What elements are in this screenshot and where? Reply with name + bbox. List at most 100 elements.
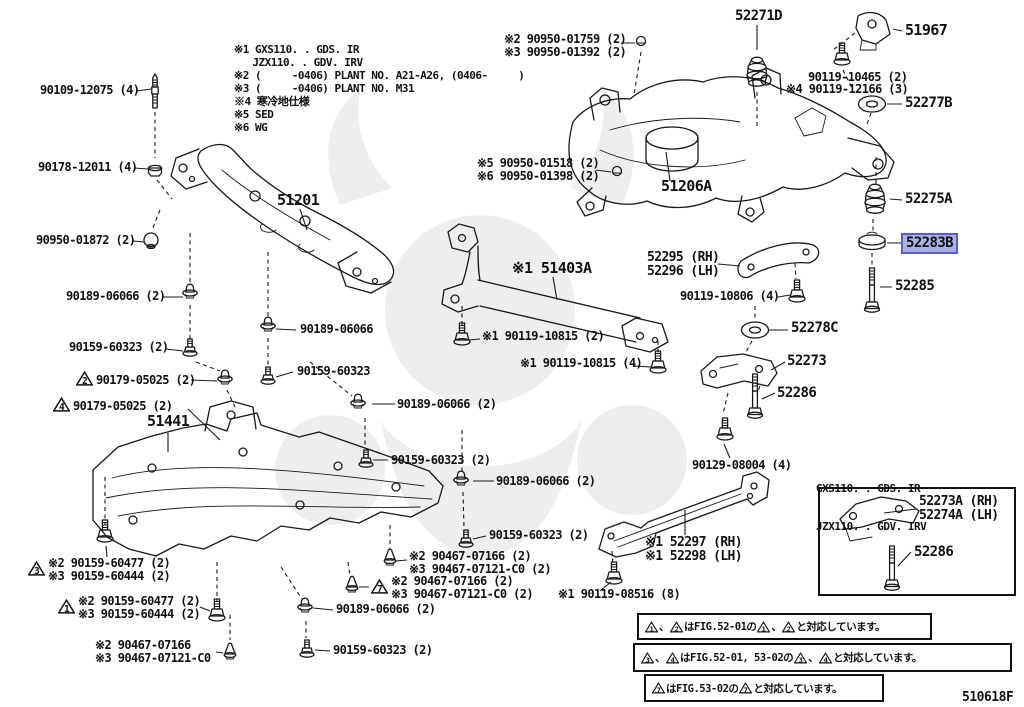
triangle-7-icon: 7 xyxy=(370,578,389,597)
part-label-text: 90179-05025 (2) xyxy=(96,372,196,387)
part-label-52273A[interactable]: 52273A (RH)52274A (LH) xyxy=(919,495,999,522)
part-label-90159-60477-tri1[interactable]: 1※2 90159-60477 (2)※3 90159-60444 (2) xyxy=(57,594,201,621)
part-label-90950-01759[interactable]: ※2 90950-01759 (2)※3 90950-01392 (2) xyxy=(504,33,627,58)
part-label-text: 51967 xyxy=(905,21,948,39)
inset-bracket-52273A-art xyxy=(839,496,920,542)
part-label-90159-60477-tri3[interactable]: 3 ※2 90159-60477 (2)※3 90159-60444 (2) xyxy=(27,556,171,583)
svg-text:2: 2 xyxy=(82,376,87,386)
inset-header-line2: JZX110. . GDV. IRV xyxy=(816,520,927,534)
part-label-51201[interactable]: 51201 xyxy=(277,192,320,209)
part-label-text: 90189-06066 (2) xyxy=(66,289,166,303)
part-label-51206A[interactable]: 51206A xyxy=(661,177,712,195)
part-label-90119-08516[interactable]: ※1 90119-08516 (8) xyxy=(558,588,681,601)
bracket-52273-art xyxy=(700,353,778,389)
svg-text:3: 3 xyxy=(34,566,40,576)
svg-text:3: 3 xyxy=(646,655,650,664)
part-label-90950-01518[interactable]: ※5 90950-01518 (2)※6 90950-01398 (2) xyxy=(477,157,600,182)
part-label-90467-07166-c[interactable]: ※2 90467-07166※3 90467-07121-C0 xyxy=(95,638,211,665)
part-label-text: 90159-60323 (2) xyxy=(69,340,169,354)
svg-text:4: 4 xyxy=(59,402,65,412)
part-label-52286-inset[interactable]: 52286 xyxy=(914,545,954,560)
part-label-90119-10815-2[interactable]: ※1 90119-10815 (2) xyxy=(482,329,605,343)
part-label-text: ※1 90119-10815 (2) xyxy=(482,329,605,343)
part-label-52278C[interactable]: 52278C xyxy=(791,321,839,336)
part-label-90467-07166-a[interactable]: ※2 90467-07166 (2)※3 90467-07121-C0 (2) xyxy=(409,549,552,576)
part-label-text: ※1 90119-10815 (4) xyxy=(520,356,643,370)
part-label-text: 51206A xyxy=(661,177,712,195)
part-label-52295[interactable]: 52295 (RH)52296 (LH) xyxy=(647,250,720,279)
part-label-text: ※1 52297 (RH)※1 52298 (LH) xyxy=(645,535,743,564)
part-label-52285[interactable]: 52285 xyxy=(895,278,935,294)
part-label-52283B-highlighted[interactable]: 52283B xyxy=(901,233,958,254)
part-label-90189-06066-e[interactable]: 90189-06066 (2) xyxy=(336,603,436,616)
part-label-90119-10806[interactable]: 90119-10806 (4) xyxy=(680,289,780,303)
part-label-90129-08004[interactable]: 90129-08004 (4) xyxy=(692,459,792,472)
part-label-text: 52295 (RH)52296 (LH) xyxy=(647,250,720,279)
part-label-90189-06066-d[interactable]: 90189-06066 (2) xyxy=(496,474,596,488)
part-label-text: 51441 xyxy=(147,412,190,430)
part-label-90119-12166[interactable]: ※4 90119-12166 (3) xyxy=(786,82,909,96)
part-label-90119-10465[interactable]: 90119-10465 (2) xyxy=(808,70,908,84)
part-label-text: 90178-12011 (4) xyxy=(38,160,138,174)
part-label-text: ※2 90467-07166※3 90467-07121-C0 xyxy=(95,638,211,665)
part-label-text: 90119-10806 (4) xyxy=(680,289,780,303)
part-label-52277B[interactable]: 52277B xyxy=(905,96,953,111)
part-label-52286[interactable]: 52286 xyxy=(777,385,817,401)
part-label-text: ※2 90159-60477 (2)※3 90159-60444 (2) xyxy=(78,594,201,621)
part-label-52271D[interactable]: 52271D xyxy=(735,9,783,24)
triangle-1-icon: 1 xyxy=(57,598,76,617)
svg-text:2: 2 xyxy=(675,624,679,633)
part-label-text: 90950-01872 (2) xyxy=(36,233,136,247)
part-label-52273[interactable]: 52273 xyxy=(787,353,827,369)
part-label-90119-10815-4[interactable]: ※1 90119-10815 (4) xyxy=(520,356,643,370)
part-label-text: ※4 90119-12166 (3) xyxy=(786,82,909,96)
part-label-90159-60323-d[interactable]: 90159-60323 (2) xyxy=(489,529,589,542)
part-label-text: 52286 xyxy=(777,385,817,401)
note-line: JZX110. . GDV. IRV xyxy=(234,55,363,69)
part-label-90109-12075[interactable]: 90109-12075 (4) xyxy=(40,84,140,97)
part-label-51967[interactable]: 51967 xyxy=(905,21,948,39)
part-label-51403A[interactable]: ※1 51403A xyxy=(512,260,592,277)
part-label-90950-01872[interactable]: 90950-01872 (2) xyxy=(36,233,136,247)
part-label-text: 52285 xyxy=(895,278,935,294)
part-label-text: 90189-06066 xyxy=(300,322,373,336)
part-label-text: ※2 90467-07166 (2)※3 90467-07121-C0 (2) xyxy=(409,549,552,576)
part-label-text: 90119-10465 (2) xyxy=(808,70,908,84)
note-line: ※5 SED xyxy=(234,107,274,121)
part-label-52297[interactable]: ※1 52297 (RH)※1 52298 (LH) xyxy=(645,535,743,564)
svg-text:2: 2 xyxy=(787,624,791,633)
part-label-90159-60323-c[interactable]: 90159-60323 (2) xyxy=(391,454,491,467)
part-label-90178-12011[interactable]: 90178-12011 (4) xyxy=(38,160,138,174)
part-label-90179-05025-tri4[interactable]: 4 90179-05025 (2) xyxy=(52,396,173,415)
part-label-52275A[interactable]: 52275A xyxy=(905,192,953,207)
part-label-text: 90179-05025 (2) xyxy=(73,398,173,413)
part-label-90467-07166-tri7[interactable]: 7 ※2 90467-07166 (2)※3 90467-07121-C0 (2) xyxy=(370,574,534,601)
triangle-3-icon: 3 xyxy=(27,560,46,579)
part-label-text: ※2 90467-07166 (2)※3 90467-07121-C0 (2) xyxy=(391,574,534,601)
rear-suspension-member-51206A-art xyxy=(568,67,895,223)
part-label-51441[interactable]: 51441 xyxy=(147,412,190,430)
part-label-90159-60323-b[interactable]: 90159-60323 xyxy=(297,365,370,378)
part-label-90189-06066-c[interactable]: 90189-06066 (2) xyxy=(397,397,497,411)
part-label-90159-60323-a[interactable]: 90159-60323 (2) xyxy=(69,340,169,354)
svg-text:3: 3 xyxy=(799,655,803,664)
part-label-text: 90159-60323 (2) xyxy=(333,643,433,657)
part-label-text: 90189-06066 (2) xyxy=(397,397,497,411)
part-label-90189-06066-a[interactable]: 90189-06066 (2) xyxy=(66,289,166,303)
svg-text:7: 7 xyxy=(377,584,383,594)
note-line: ※3 ( -0406) PLANT NO. M31 xyxy=(234,81,415,95)
part-label-text: 52273 xyxy=(787,353,827,369)
part-label-90189-06066-b[interactable]: 90189-06066 xyxy=(300,323,373,336)
part-label-text: 90159-60323 xyxy=(297,364,370,378)
part-label-text: ※2 90159-60477 (2)※3 90159-60444 (2) xyxy=(48,556,171,583)
note-line: ※4 寒冷地仕様 xyxy=(234,94,310,108)
part-label-text: 52273A (RH)52274A (LH) xyxy=(919,494,999,523)
svg-text:4: 4 xyxy=(824,655,829,664)
part-label-90159-60323-e[interactable]: 90159-60323 (2) xyxy=(333,643,433,657)
part-label-90179-05025-tri2[interactable]: 2 90179-05025 (2) xyxy=(75,370,196,389)
note-line: ※2 ( -0406) PLANT NO. A21-A26, (0406- ) xyxy=(234,68,525,82)
part-label-text: 90189-06066 (2) xyxy=(496,474,596,488)
